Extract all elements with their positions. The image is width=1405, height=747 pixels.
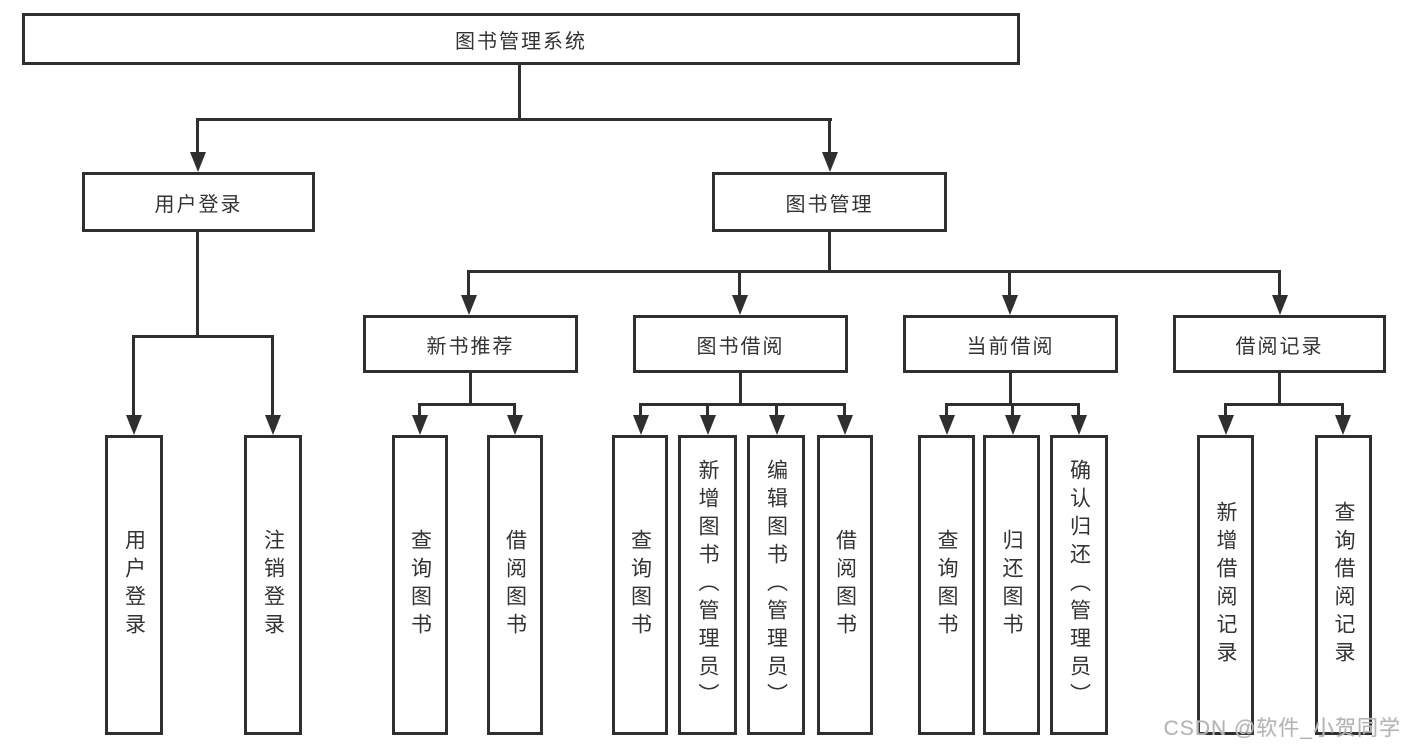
node-book-management: 图书管理 <box>712 172 947 232</box>
leaf-records-add-record-label: 新增借阅记录 <box>1214 501 1237 669</box>
connector-leaf <box>706 403 709 419</box>
connector-leaf <box>1224 403 1227 419</box>
leaf-user-login-label: 用户登录 <box>122 529 146 641</box>
arrow-down-icon <box>1071 415 1087 435</box>
leaf-borrow-query-books-label: 查询图书 <box>628 529 652 641</box>
node-book-management-label: 图书管理 <box>785 193 874 216</box>
csdn-watermark: CSDN @软件_小贺同学 <box>1163 717 1401 740</box>
connector-book-management-branch <box>467 270 1281 273</box>
leaf-borrow-query-books: 查询图书 <box>612 435 668 735</box>
leaf-borrow-add-books-admin: 新增图书（管理员） <box>678 435 737 735</box>
connector-user-login-branch <box>132 335 274 338</box>
connector-leaf <box>1011 403 1014 419</box>
leaf-current-return-books: 归还图书 <box>983 435 1040 735</box>
arrow-down-icon <box>265 415 281 435</box>
node-user-login: 用户登录 <box>82 172 315 232</box>
leaf-records-query-record-label: 查询借阅记录 <box>1332 501 1355 669</box>
leaf-user-login: 用户登录 <box>105 435 163 735</box>
leaf-current-query-books-label: 查询图书 <box>935 529 958 641</box>
node-root: 图书管理系统 <box>22 13 1020 65</box>
connector-book-management-stem <box>828 232 831 273</box>
node-book-borrow-label: 图书借阅 <box>696 335 785 358</box>
leaf-current-return-books-label: 归还图书 <box>1000 529 1023 641</box>
leaf-borrow-edit-books-admin: 编辑图书（管理员） <box>747 435 805 735</box>
node-user-login-label: 用户登录 <box>154 193 243 216</box>
connector-to-leaf-user-login <box>132 335 135 417</box>
connector-root-stem <box>518 65 521 120</box>
leaf-borrow-borrow-books: 借阅图书 <box>817 435 873 735</box>
leaf-borrow-borrow-books-label: 借阅图书 <box>833 529 857 641</box>
arrow-down-icon <box>126 415 142 435</box>
leaf-newbook-query-books: 查询图书 <box>392 435 448 735</box>
connector-leaf <box>513 403 516 419</box>
connector-leaf <box>418 403 421 419</box>
connector-book-borrow-stem <box>739 373 742 406</box>
connector-to-user-login <box>196 118 199 156</box>
arrow-down-icon <box>1272 295 1288 315</box>
arrow-down-icon <box>1335 415 1351 435</box>
connector-book-borrow-branch <box>639 403 845 406</box>
node-new-book-recommend-label: 新书推荐 <box>426 335 515 358</box>
arrow-down-icon <box>732 295 748 315</box>
connector-new-book-branch <box>418 403 516 406</box>
arrow-down-icon <box>190 152 206 172</box>
node-root-label: 图书管理系统 <box>455 30 587 53</box>
arrow-down-icon <box>1005 415 1021 435</box>
connector-leaf <box>945 403 948 419</box>
leaf-current-query-books: 查询图书 <box>918 435 975 735</box>
leaf-records-query-record: 查询借阅记录 <box>1315 435 1372 735</box>
arrow-down-icon <box>412 415 428 435</box>
node-current-borrow: 当前借阅 <box>903 315 1118 373</box>
connector-borrow-records-branch <box>1224 403 1344 406</box>
arrow-down-icon <box>837 415 853 435</box>
arrow-down-icon <box>939 415 955 435</box>
connector-root-branch <box>196 118 832 121</box>
leaf-logout-label: 注销登录 <box>261 529 285 641</box>
node-new-book-recommend: 新书推荐 <box>363 315 578 373</box>
connector-to-leaf-logout <box>271 335 274 417</box>
connector-new-book-stem <box>469 373 472 406</box>
arrow-down-icon <box>700 415 716 435</box>
connector-leaf <box>1341 403 1344 419</box>
connector-to-book-management <box>828 118 831 156</box>
node-current-borrow-label: 当前借阅 <box>966 335 1055 358</box>
connector-to-borrow-records <box>1278 270 1281 298</box>
connector-current-borrow-stem <box>1009 373 1012 406</box>
arrow-down-icon <box>1218 415 1234 435</box>
connector-to-book-borrow <box>738 270 741 298</box>
leaf-newbook-borrow-books: 借阅图书 <box>487 435 543 735</box>
leaf-records-add-record: 新增借阅记录 <box>1197 435 1254 735</box>
arrow-down-icon <box>1002 295 1018 315</box>
arrow-down-icon <box>633 415 649 435</box>
connector-leaf <box>639 403 642 419</box>
connector-leaf <box>1077 403 1080 419</box>
connector-to-new-book <box>467 270 470 298</box>
node-borrow-records: 借阅记录 <box>1173 315 1386 373</box>
leaf-newbook-query-books-label: 查询图书 <box>408 529 432 641</box>
leaf-borrow-add-books-admin-label: 新增图书（管理员） <box>696 459 719 711</box>
leaf-borrow-edit-books-admin-label: 编辑图书（管理员） <box>764 459 788 711</box>
leaf-newbook-borrow-books-label: 借阅图书 <box>503 529 527 641</box>
arrow-down-icon <box>769 415 785 435</box>
leaf-logout: 注销登录 <box>244 435 302 735</box>
node-book-borrow: 图书借阅 <box>633 315 848 373</box>
node-borrow-records-label: 借阅记录 <box>1235 335 1324 358</box>
connector-borrow-records-stem <box>1278 373 1281 406</box>
connector-to-current-borrow <box>1008 270 1011 298</box>
arrow-down-icon <box>822 152 838 172</box>
connector-leaf <box>775 403 778 419</box>
arrow-down-icon <box>507 415 523 435</box>
connector-leaf <box>843 403 846 419</box>
connector-user-login-stem <box>196 232 199 338</box>
leaf-current-confirm-return-admin: 确认归还（管理员） <box>1050 435 1108 735</box>
leaf-current-confirm-return-admin-label: 确认归还（管理员） <box>1067 459 1091 711</box>
arrow-down-icon <box>461 295 477 315</box>
